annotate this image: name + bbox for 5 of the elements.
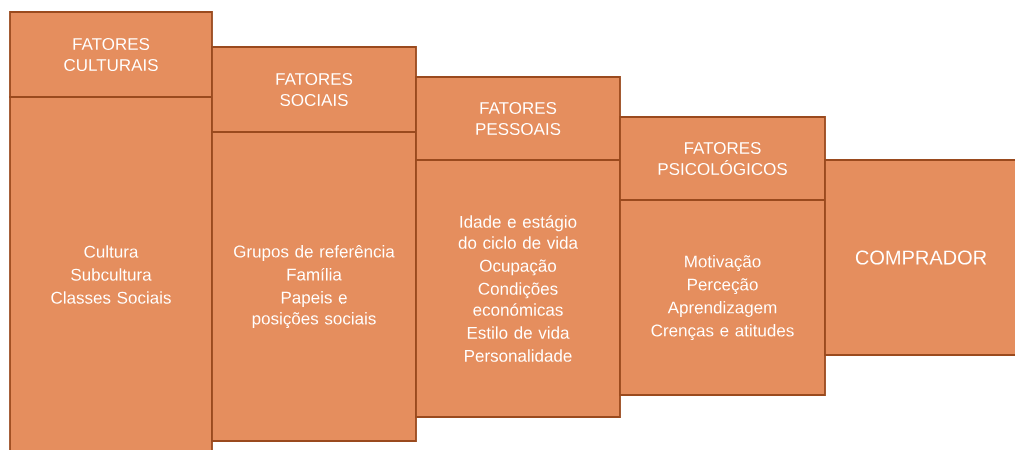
header-box: FATORES SOCIAIS [211,46,417,133]
buyer-box: COMPRADOR [824,159,1015,356]
header-box: FATORES CULTURAIS [9,11,213,98]
header-box: FATORES PESSOAIS [415,76,621,161]
header-box: FATORES PSICOLÓGICOS [619,116,826,201]
